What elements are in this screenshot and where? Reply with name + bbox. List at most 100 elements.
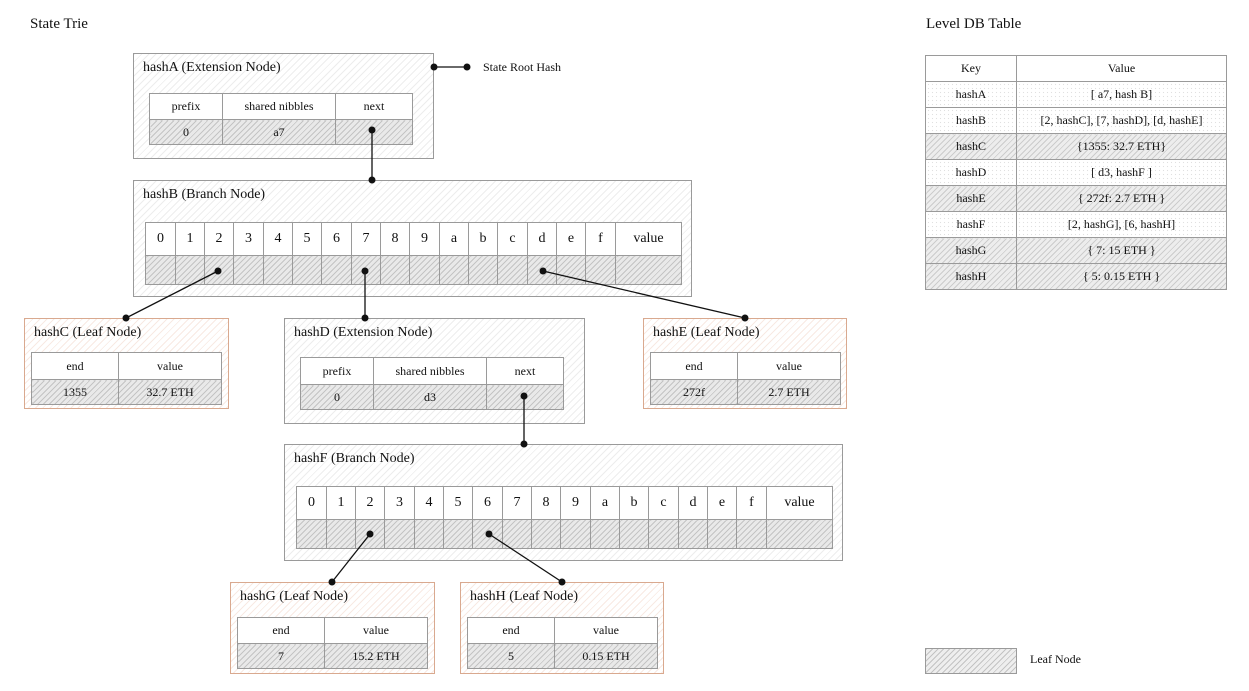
node-label: hashE (Leaf Node) bbox=[653, 325, 760, 340]
branch-slot bbox=[472, 519, 503, 549]
db-row: hashA[ a7, hash B] bbox=[925, 81, 1227, 108]
branch-slot bbox=[678, 519, 708, 549]
legend-leaf-swatch bbox=[925, 648, 1017, 674]
db-value: [2, hashC], [7, hashD], [d, hashE] bbox=[1016, 107, 1227, 134]
db-value: { 272f: 2.7 ETH } bbox=[1016, 185, 1227, 212]
db-row: hashF[2, hashG], [6, hashH] bbox=[925, 211, 1227, 238]
state-trie-title: State Trie bbox=[30, 16, 88, 32]
node-hashF: hashF (Branch Node) 0 1 2 3 4 5 6 7 8 9 … bbox=[284, 444, 843, 561]
leaf-table: end value 7 15.2 ETH bbox=[237, 617, 428, 669]
branch-slot bbox=[409, 255, 440, 285]
db-header-key: Key bbox=[925, 55, 1017, 82]
db-row: hashG{ 7: 15 ETH } bbox=[925, 237, 1227, 264]
node-label: hashH (Leaf Node) bbox=[470, 589, 579, 604]
branch-slot bbox=[615, 255, 682, 285]
node-label: hashD (Extension Node) bbox=[294, 325, 433, 340]
value-cell: 2.7 ETH bbox=[737, 379, 841, 405]
branch-slot bbox=[439, 255, 469, 285]
branch-slot-label: 0 bbox=[296, 486, 327, 520]
branch-slot bbox=[263, 255, 293, 285]
header-cell: value bbox=[554, 617, 658, 644]
branch-slot-label: c bbox=[648, 486, 679, 520]
branch-slot-label: 5 bbox=[292, 222, 322, 256]
branch-slot bbox=[414, 519, 444, 549]
branch-slot-label: 6 bbox=[321, 222, 352, 256]
db-key: hashF bbox=[925, 211, 1017, 238]
branch-table: 0 1 2 3 4 5 6 7 8 9 a b c d e f value bbox=[296, 486, 833, 549]
node-hashC: hashC (Leaf Node) end value 1355 32.7 ET… bbox=[24, 318, 229, 409]
branch-slot-label: c bbox=[497, 222, 528, 256]
branch-slot-label: 3 bbox=[384, 486, 415, 520]
db-value: {1355: 32.7 ETH} bbox=[1016, 133, 1227, 160]
header-cell: end bbox=[31, 352, 119, 380]
branch-slot-label: 9 bbox=[560, 486, 591, 520]
db-header-row: Key Value bbox=[925, 55, 1227, 82]
branch-slot-label: a bbox=[590, 486, 620, 520]
branch-slot bbox=[531, 519, 561, 549]
branch-slot bbox=[648, 519, 679, 549]
branch-slot bbox=[560, 519, 591, 549]
branch-slot bbox=[502, 519, 532, 549]
branch-slot-label: value bbox=[766, 486, 833, 520]
branch-slot-label: 4 bbox=[263, 222, 293, 256]
leaf-table: end value 272f 2.7 ETH bbox=[650, 352, 841, 405]
value-cell bbox=[486, 384, 564, 410]
branch-slot bbox=[175, 255, 205, 285]
branch-slot bbox=[527, 255, 557, 285]
header-cell: prefix bbox=[300, 357, 374, 385]
node-hashA: hashA (Extension Node) prefix shared nib… bbox=[133, 53, 434, 159]
branch-slot-label: d bbox=[527, 222, 557, 256]
legend-leaf-label: Leaf Node bbox=[1030, 652, 1081, 666]
branch-slot-label: 0 bbox=[145, 222, 176, 256]
db-row: hashC{1355: 32.7 ETH} bbox=[925, 133, 1227, 160]
db-key: hashE bbox=[925, 185, 1017, 212]
level-db-table: Key Value hashA[ a7, hash B] hashB[2, ha… bbox=[925, 55, 1227, 290]
value-cell: 0.15 ETH bbox=[554, 643, 658, 669]
db-value: [ d3, hashF ] bbox=[1016, 159, 1227, 186]
header-cell: shared nibbles bbox=[222, 93, 336, 120]
db-value: { 5: 0.15 ETH } bbox=[1016, 263, 1227, 290]
db-row: hashH{ 5: 0.15 ETH } bbox=[925, 263, 1227, 290]
branch-slot-label: a bbox=[439, 222, 469, 256]
leaf-table: end value 1355 32.7 ETH bbox=[31, 352, 222, 405]
branch-slot bbox=[321, 255, 352, 285]
branch-slot-label: 7 bbox=[502, 486, 532, 520]
node-label: hashB (Branch Node) bbox=[143, 187, 266, 202]
node-label: hashA (Extension Node) bbox=[143, 60, 281, 75]
branch-slot bbox=[384, 519, 415, 549]
branch-slot bbox=[351, 255, 381, 285]
header-cell: value bbox=[324, 617, 428, 644]
db-key: hashG bbox=[925, 237, 1017, 264]
branch-slot-label: f bbox=[736, 486, 767, 520]
branch-slot bbox=[619, 519, 649, 549]
db-key: hashA bbox=[925, 81, 1017, 108]
db-key: hashB bbox=[925, 107, 1017, 134]
header-cell: next bbox=[486, 357, 564, 385]
branch-slot bbox=[468, 255, 498, 285]
value-cell bbox=[335, 119, 413, 145]
node-hashD: hashD (Extension Node) prefix shared nib… bbox=[284, 318, 585, 424]
header-cell: end bbox=[650, 352, 738, 380]
level-db-title: Level DB Table bbox=[926, 16, 1022, 32]
branch-slot bbox=[296, 519, 327, 549]
branch-slot-label: b bbox=[619, 486, 649, 520]
branch-slot-label: 1 bbox=[326, 486, 356, 520]
branch-slot bbox=[556, 255, 586, 285]
value-cell: 1355 bbox=[31, 379, 119, 405]
node-label: hashF (Branch Node) bbox=[294, 451, 415, 466]
db-value: { 7: 15 ETH } bbox=[1016, 237, 1227, 264]
db-row: hashB[2, hashC], [7, hashD], [d, hashE] bbox=[925, 107, 1227, 134]
node-label: hashG (Leaf Node) bbox=[240, 589, 349, 604]
branch-slot-label: 2 bbox=[355, 486, 385, 520]
branch-slot-label: 6 bbox=[472, 486, 503, 520]
link-dot bbox=[463, 63, 471, 71]
header-cell: prefix bbox=[149, 93, 223, 120]
db-value: [ a7, hash B] bbox=[1016, 81, 1227, 108]
branch-slot bbox=[145, 255, 176, 285]
branch-slot bbox=[355, 519, 385, 549]
branch-slot-label: 8 bbox=[531, 486, 561, 520]
branch-slot-label: 5 bbox=[443, 486, 473, 520]
header-cell: value bbox=[737, 352, 841, 380]
branch-slot bbox=[292, 255, 322, 285]
branch-slot-label: 4 bbox=[414, 486, 444, 520]
